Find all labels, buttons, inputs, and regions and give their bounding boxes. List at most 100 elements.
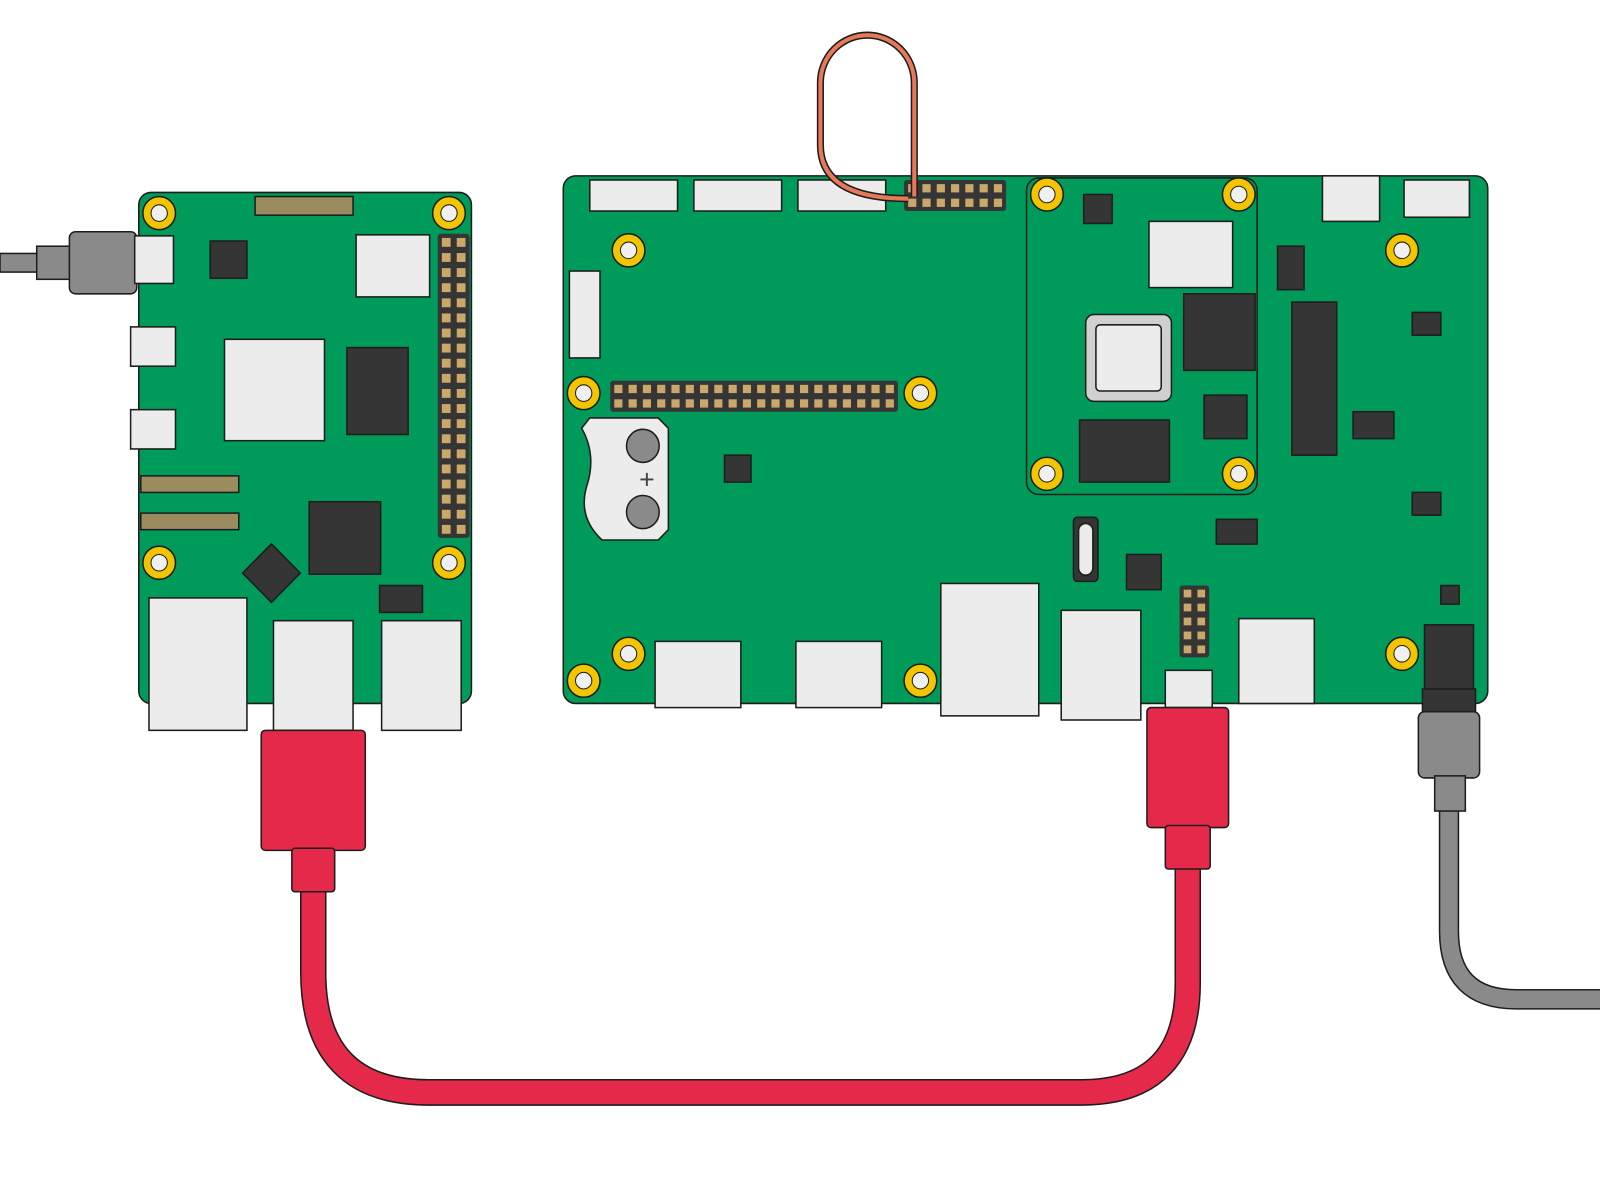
gpio-header	[437, 233, 470, 538]
camera-connector	[589, 179, 679, 212]
header-pin	[456, 509, 466, 519]
header-pin	[951, 198, 960, 207]
camera-connector	[254, 195, 354, 216]
chip	[1203, 394, 1248, 440]
header-pin	[657, 384, 666, 394]
header-pin	[456, 464, 466, 474]
chip	[1411, 311, 1442, 336]
header-pin	[441, 283, 451, 293]
mounting-holes	[142, 177, 1420, 699]
display-connector-1	[140, 475, 240, 494]
header-pin	[700, 399, 709, 408]
header-pin	[979, 198, 988, 207]
chip	[1440, 584, 1460, 605]
header-pin	[1183, 645, 1192, 654]
header-pin	[685, 384, 694, 394]
hdmi-port-1	[795, 640, 883, 709]
header-pin	[441, 524, 451, 534]
header-pin	[742, 399, 752, 408]
header-pin	[441, 358, 451, 368]
micro-hdmi-port-2	[129, 408, 177, 450]
usb-a-plug	[260, 729, 367, 852]
header-pin	[814, 384, 823, 394]
micro-usb-port	[1164, 669, 1214, 709]
header-pin	[441, 373, 451, 383]
header-pin	[441, 343, 451, 353]
header-pin	[714, 384, 723, 394]
usb-port	[380, 619, 462, 732]
header-pin	[936, 184, 945, 193]
header-pin	[628, 399, 637, 408]
header-pin	[456, 313, 466, 323]
header-pin	[1197, 603, 1206, 612]
header-pin	[456, 434, 466, 444]
header-pin	[1183, 617, 1192, 626]
camera-connector	[693, 179, 783, 212]
io-power-cable	[1417, 688, 1600, 1010]
header-pin	[1197, 631, 1206, 640]
micro-usb-plug	[1146, 706, 1230, 829]
header-pin	[441, 434, 451, 444]
usb-header	[1179, 585, 1210, 658]
header-pin	[441, 268, 451, 278]
header-pin	[657, 399, 666, 408]
header-pin	[814, 399, 823, 408]
header-pin	[922, 184, 931, 193]
ram-chip	[346, 346, 409, 436]
header-pin	[441, 494, 451, 504]
header-pin	[771, 384, 780, 394]
header-pin	[871, 384, 880, 394]
header-pin	[1183, 631, 1192, 640]
ethernet-magnetics	[1321, 175, 1381, 223]
header-pin	[456, 373, 466, 383]
ethernet-port	[148, 597, 248, 732]
header-pin	[441, 313, 451, 323]
header-pin	[885, 399, 894, 408]
header-pin	[757, 384, 766, 394]
header-pin	[441, 479, 451, 489]
header-pin	[628, 384, 637, 394]
pi-power-cable	[0, 230, 138, 295]
header-pin	[441, 328, 451, 338]
compute-module	[1025, 177, 1258, 496]
pcie-connector	[1291, 301, 1338, 456]
battery-holder: +	[580, 417, 670, 541]
header-pin	[714, 399, 723, 408]
chip	[1352, 410, 1395, 440]
header-pin	[456, 404, 466, 413]
raspberry-pi-board	[129, 191, 473, 732]
header-pin	[456, 253, 466, 262]
display-connector	[568, 270, 601, 359]
chip	[241, 542, 302, 604]
chip	[1082, 193, 1114, 225]
header-pin	[456, 343, 466, 353]
usb-port	[1060, 609, 1142, 721]
gpio-header	[610, 380, 898, 412]
header-pin	[885, 384, 894, 394]
header-pin	[728, 384, 737, 394]
header-pin	[441, 253, 451, 262]
header-pin	[671, 399, 680, 408]
header-pin	[441, 404, 451, 413]
header-pin	[456, 494, 466, 504]
header-body	[610, 380, 898, 412]
header-pin	[800, 384, 809, 394]
header-pin	[1183, 603, 1192, 612]
header-pin	[456, 479, 466, 489]
chip	[1276, 245, 1305, 291]
header-pin	[800, 399, 809, 408]
header-pin	[828, 399, 837, 408]
hdmi-port-0	[654, 640, 742, 709]
header-pin	[979, 184, 988, 193]
header-pin	[842, 399, 852, 408]
header-body	[1179, 585, 1210, 658]
compute-module-io-board: +	[562, 175, 1489, 721]
usb-c-power-port	[133, 235, 175, 285]
header-pin	[642, 399, 652, 408]
header-pin	[685, 399, 694, 408]
header-pin	[456, 298, 466, 308]
header-pin	[441, 298, 451, 308]
header-pin	[993, 198, 1003, 207]
display-connector-2	[140, 512, 240, 531]
